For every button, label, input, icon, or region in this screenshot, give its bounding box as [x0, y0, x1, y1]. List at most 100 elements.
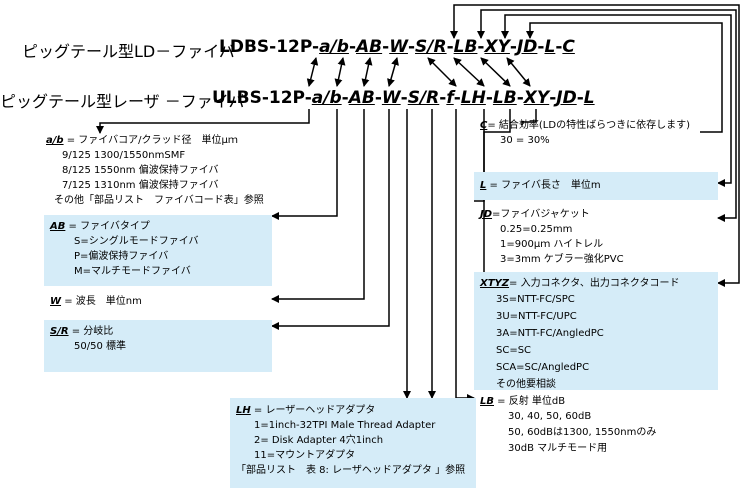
laser-sep: - [485, 88, 493, 108]
ld-sep: - [477, 37, 485, 57]
arrow-L [506, 57, 531, 87]
ld-sep: - [555, 37, 563, 57]
legend-ab-line: その他「部品リスト ファイバコード表」参照 [54, 195, 264, 206]
legend-XYZ-line: その他要相談 [496, 379, 556, 390]
legend-AB-line: M=マルチモードファイバ [74, 266, 191, 277]
legend-XYZ-line: SCA=SC/AngledPC [496, 362, 590, 373]
legend-length-box [474, 172, 718, 200]
laser-seg-SR: S/R [407, 88, 440, 108]
laser-seg-ab: a/b [311, 88, 342, 108]
legend-C-line: 30 = 30% [500, 135, 550, 146]
ld-seg-LB: LB [453, 37, 478, 57]
legend-AB-key: AB [50, 221, 66, 232]
legend-L-key: L [480, 180, 487, 191]
ld-prefix: LDBS-12P- [219, 37, 320, 57]
ld-sep: - [382, 37, 390, 57]
legend-ab-line: 8/125 1550nm 偏波保持ファイバ [62, 165, 219, 176]
ld-sep: - [537, 37, 545, 57]
legend-XYZ-line: 3A=NTT-FC/AngledPC [496, 328, 604, 339]
ld-row-label: ピッグテール型LD－ファイバ [22, 42, 235, 61]
ld-seg-XY: XY [484, 37, 510, 57]
legend-LB-key: LB [480, 396, 494, 407]
laser-sep: - [400, 88, 408, 108]
legend-JD-key: JD [480, 209, 493, 220]
legend-LH-desc: = レーザーヘッドアダプタ [250, 405, 376, 416]
legend-XYZ: XTYZ= 入力コネクタ、出力コネクタコード 3S=NTT-FC/SPC 3U=… [480, 276, 680, 393]
laser-sep: - [439, 88, 447, 108]
ld-sep: - [348, 37, 356, 57]
legend-LH-line: 1=1inch-32TPI Male Thread Adapter [254, 420, 436, 431]
legend-SR-key: S/R [50, 326, 69, 337]
legend-LH-key: LH [236, 405, 251, 416]
legend-LB-line: 30, 40, 50, 60dB [508, 411, 592, 422]
arrow-LB [427, 57, 457, 87]
ld-seg-JD: JD [516, 37, 538, 57]
legend-XYZ-line: 3U=NTT-FC/UPC [496, 311, 577, 322]
legend-ab-key: a/b [46, 135, 64, 146]
legend-W-desc: = 波長 単位nm [64, 296, 142, 307]
laser-seg-L: L [583, 88, 595, 108]
legend-SR: S/R = 分岐比 50/50 標準 [50, 324, 126, 354]
laser-seg-XY: XY [523, 88, 550, 108]
legend-XYZ-line: SC=SC [496, 345, 532, 356]
legend-connector-box [474, 272, 718, 390]
ld-sep: - [446, 37, 454, 57]
legend-XYZ-key: XTYZ [480, 278, 510, 289]
legend-LH-line: 2= Disk Adapter 4穴1inch [254, 435, 384, 446]
ld-seg-ab: a/b [319, 37, 349, 57]
legend-LB-desc: = 反射 単位dB [494, 396, 566, 407]
ld-seg-AB: AB [356, 37, 383, 57]
laser-sep: - [516, 88, 524, 108]
laser-prefix: ULBS-12P- [212, 88, 312, 108]
arrow-ab [306, 57, 319, 87]
arrow-AB [334, 57, 346, 87]
legend-XYZ-line: 3S=NTT-FC/SPC [496, 294, 575, 305]
legend-AB-line: S=シングルモードファイバ [74, 236, 199, 247]
laser-sep: - [576, 88, 584, 108]
legend-LB-line: 50, 60dBは1300, 1550nmのみ [508, 427, 657, 438]
laser-model-code: ULBS-12P-a/b-AB-W-S/R-f-LH-LB-XY-JD-L [212, 88, 595, 108]
legend-AB: AB = ファイバタイプ S=シングルモードファイバ P=偏波保持ファイバ M=… [50, 219, 199, 279]
legend-JD-line: 0.25=0.25mm [500, 224, 573, 235]
arrow-W [361, 57, 373, 87]
legend-AB-desc: = ファイバタイプ [65, 221, 150, 232]
ld-model-code: LDBS-12P-a/b-AB-W-S/R-LB-XY-JD-L-C [219, 37, 575, 57]
legend-L-desc: = ファイバ長さ 単位m [486, 180, 601, 191]
legend-LH-line: 11=マウントアダプタ [254, 450, 356, 461]
ld-seg-C: C [562, 37, 575, 57]
legend-SR-desc: = 分岐比 [68, 326, 114, 337]
legend-C-key: C [480, 120, 488, 131]
laser-sep: - [453, 88, 461, 108]
laser-seg-JD: JD [556, 88, 577, 108]
laser-seg-LH: LH [460, 88, 486, 108]
laser-seg-W: W [381, 88, 401, 108]
ld-seg-L: L [544, 37, 556, 57]
legend-fiber-type-box [44, 215, 272, 286]
legend-SR-line: 50/50 標準 [74, 341, 126, 352]
legend-C-desc: = 結合効率(LDの特性ばらつきに依存します) [487, 120, 690, 131]
legend-LB: LB = 反射 単位dB 30, 40, 50, 60dB 50, 60dBは1… [480, 394, 656, 457]
legend-C: C= 結合効率(LDの特性ばらつきに依存します) 30 = 30% [480, 118, 690, 148]
legend-LH-line: 「部品リスト 表 8: レーザヘッドアダプタ 」参照 [236, 465, 466, 476]
laser-sep: - [374, 88, 382, 108]
legend-L: L = ファイバ長さ 単位m [480, 178, 601, 193]
arrow-SR [387, 57, 399, 87]
ld-seg-W: W [389, 37, 408, 57]
ld-sep: - [509, 37, 517, 57]
arrow-XY [453, 57, 485, 87]
laser-seg-f: f [446, 88, 454, 108]
legend-JD: JD=ファイバジャケット 0.25=0.25mm 1=900μｍ ハイトレル 3… [480, 207, 624, 267]
legend-ab-line: 9/125 1300/1550nmSMF [62, 150, 186, 161]
legend-AB-line: P=偏波保持ファイバ [74, 251, 169, 262]
legend-JD-line: 1=900μｍ ハイトレル [500, 239, 604, 250]
laser-seg-LB: LB [492, 88, 517, 108]
ld-sep: - [407, 37, 416, 57]
laser-row-label: ピッグテール型レーザ －ファイバ [0, 92, 245, 111]
legend-ab: a/b = ファイバコア/クラッド径 単位μｍ 9/125 1300/1550n… [46, 133, 264, 208]
legend-W-key: W [50, 296, 62, 307]
legend-XYZ-desc: = 入力コネクタ、出力コネクタコード [509, 278, 680, 289]
legend-LB-line: 30dB マルチモード用 [508, 443, 608, 454]
arrow-JD [480, 57, 511, 87]
laser-seg-AB: AB [348, 88, 375, 108]
